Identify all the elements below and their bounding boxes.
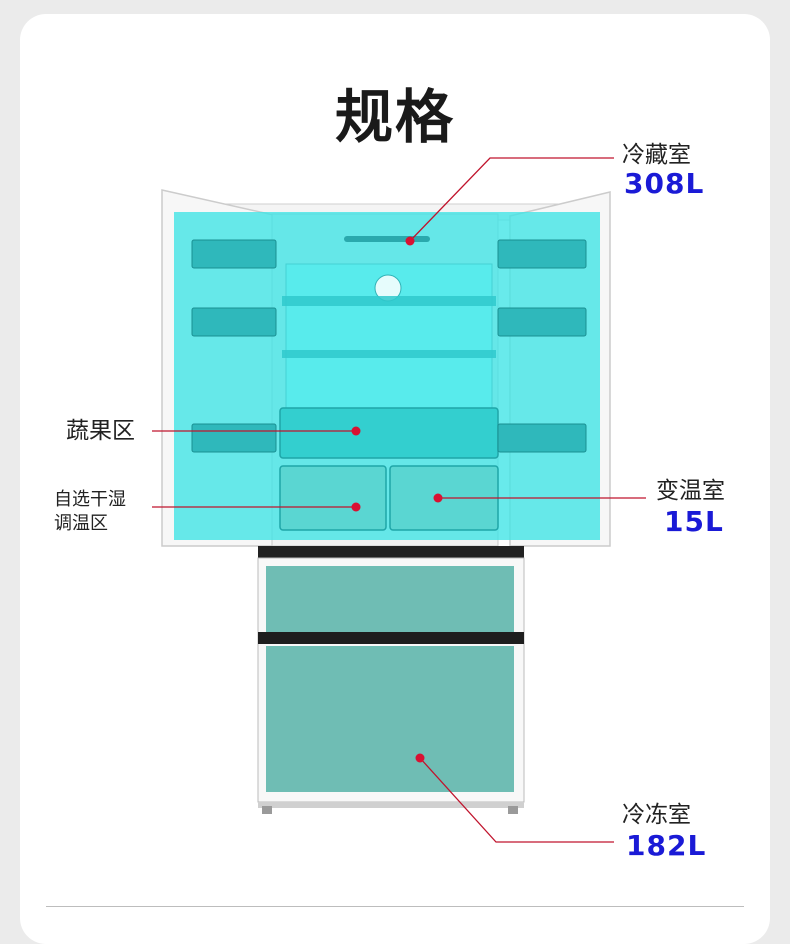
page-title: 规格 — [334, 83, 455, 151]
freezer-zone-top — [266, 566, 514, 632]
red-dot-icon — [405, 236, 415, 246]
freezer-zone-bottom — [266, 646, 514, 792]
crisper-drawer — [279, 407, 499, 459]
callout-line-freezer — [419, 757, 614, 843]
red-dot-icon — [351, 502, 361, 512]
variable-zone-volume: 15L — [664, 505, 724, 538]
humidity-zone-label-line2: 调温区 — [54, 513, 108, 534]
red-dot-icon — [433, 493, 443, 503]
humidity-zone-label-line1: 自选干湿 — [54, 489, 126, 510]
red-dot-icon — [415, 753, 425, 763]
variable-zone-label: 变温室 — [656, 478, 725, 504]
humidity-drawer — [279, 465, 387, 531]
red-dot-icon — [351, 426, 361, 436]
bottom-divider — [46, 906, 744, 907]
crisper-zone-label: 蔬果区 — [66, 418, 135, 444]
freezer-zone-label: 冷冻室 — [622, 802, 691, 828]
freezer-zone-volume: 182L — [626, 829, 707, 862]
callout-line-fridge — [409, 157, 614, 242]
fridge-zone-label: 冷藏室 — [622, 142, 691, 168]
fridge-zone-volume: 308L — [624, 167, 705, 200]
